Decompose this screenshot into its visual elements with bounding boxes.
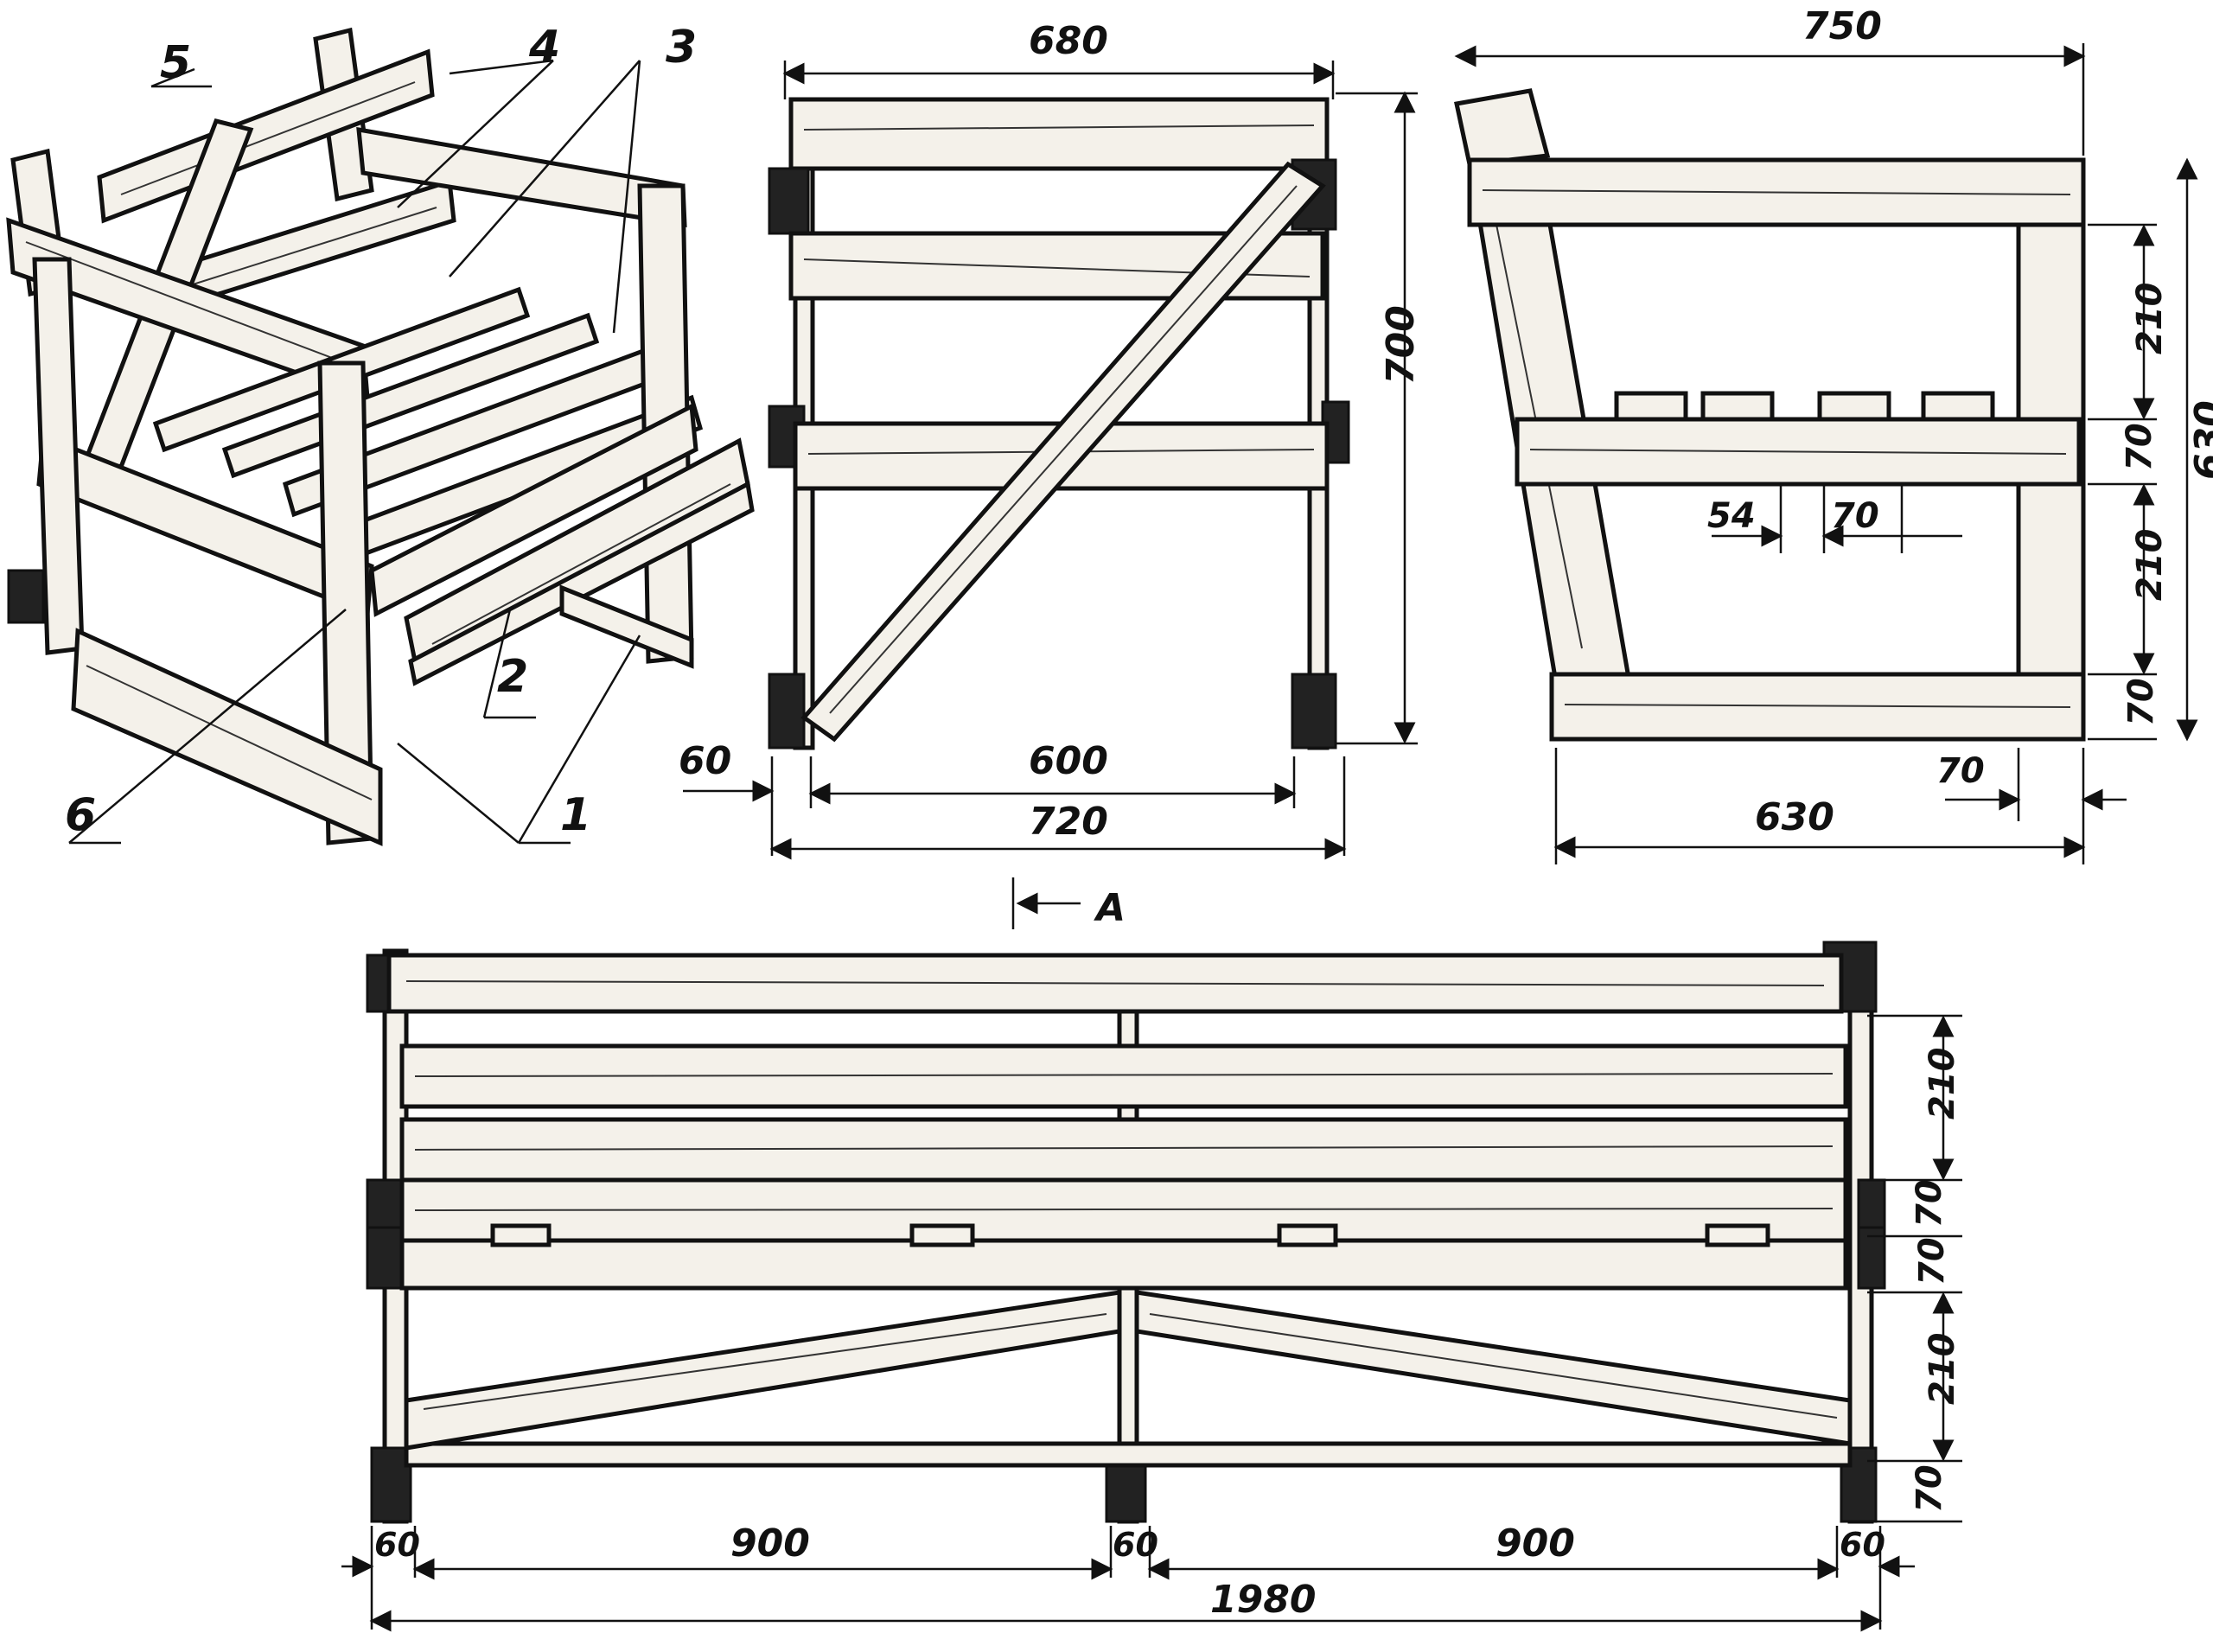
front-top-width: 680 — [1029, 19, 1108, 63]
part-label-1: 1 — [560, 789, 591, 841]
part-label-4: 4 — [528, 22, 560, 73]
side-dim-210-bottom: 210 — [2130, 529, 2170, 602]
side-top-width: 750 — [1802, 4, 1882, 48]
section-marker: A — [1011, 877, 1126, 930]
side-dim-70-mid: 70 — [2120, 423, 2159, 471]
long-dim-210-top: 210 — [1923, 1048, 1962, 1120]
side-view: 750 630 210 70 210 70 54 70 70 630 — [1454, 4, 2213, 864]
part-label-2: 2 — [497, 651, 528, 703]
side-bottom-width: 630 — [1755, 795, 1834, 839]
long-right-leg: 60 — [1840, 1526, 1885, 1564]
front-inner-width: 600 — [1029, 739, 1108, 783]
part-label-3: 3 — [666, 22, 697, 73]
long-dim-70-a: 70 — [1910, 1179, 1949, 1228]
side-bottom-right: 70 — [1936, 751, 1985, 791]
part-label-5: 5 — [160, 37, 191, 89]
side-slat-gap: 70 — [1831, 496, 1879, 536]
front-overall-width: 720 — [1029, 800, 1108, 844]
long-dim-210-bottom: 210 — [1923, 1333, 1962, 1406]
long-view: 210 70 70 210 70 60 900 60 900 60 1980 — [341, 941, 1962, 1632]
side-dim-210-top: 210 — [2130, 283, 2170, 355]
long-middle-leg: 60 — [1113, 1526, 1158, 1564]
leader-5 — [150, 67, 195, 88]
front-height: 700 — [1379, 305, 1423, 385]
side-slat-width: 54 — [1707, 496, 1756, 536]
side-overall-height: 630 — [2187, 400, 2213, 480]
long-left-leg: 60 — [374, 1526, 420, 1564]
part-label-6: 6 — [65, 789, 96, 841]
long-right-span: 900 — [1496, 1521, 1575, 1566]
long-overall-length: 1980 — [1210, 1578, 1316, 1622]
front-leg-width: 60 — [679, 739, 731, 783]
long-dim-70-c: 70 — [1910, 1464, 1949, 1513]
long-dim-70-b: 70 — [1912, 1237, 1952, 1285]
side-dim-70-bottom: 70 — [2121, 678, 2161, 726]
isometric-view: 5 4 3 2 6 1 — [6, 22, 755, 846]
section-marker-label: A — [1094, 886, 1126, 930]
long-left-span: 900 — [730, 1521, 810, 1566]
front-view: 680 700 60 600 720 — [679, 19, 1423, 860]
